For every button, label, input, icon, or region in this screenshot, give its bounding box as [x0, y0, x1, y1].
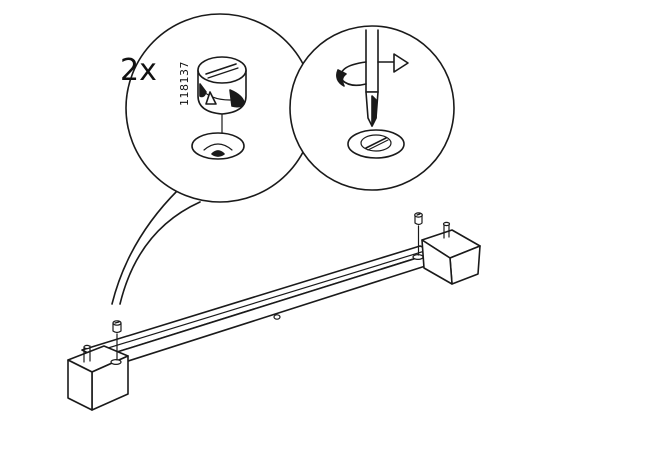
- left-dowel-top: [83, 344, 91, 350]
- rail-center-hole: [273, 314, 281, 320]
- left-cam-lock-small: [112, 320, 122, 361]
- left-foot-block: [67, 344, 129, 411]
- base-rail-assembly: [67, 212, 481, 411]
- rail-groove: [94, 249, 429, 353]
- cam-head-in-hole: [347, 129, 405, 159]
- left-foot-dowel: [83, 345, 91, 363]
- right-foot-side: [421, 239, 453, 285]
- left-cam-hole: [110, 359, 122, 366]
- right-cam-lock-small: [414, 212, 423, 256]
- right-dowel-top: [442, 221, 451, 227]
- cam-hole: [191, 132, 245, 160]
- detail-circle-cam-insert: 2x 118137: [120, 13, 315, 203]
- rail-front-face: [97, 251, 439, 371]
- cam-lock-icon: [197, 56, 247, 143]
- part-number-label: 118137: [178, 61, 191, 106]
- quantity-label: 2x: [120, 53, 157, 88]
- left-foot-side: [67, 359, 93, 411]
- detail-circle-tighten: [289, 25, 455, 191]
- right-foot-block: [412, 221, 481, 285]
- screwdriver-icon: [365, 29, 379, 127]
- clockwise-arrow-icon: [336, 53, 409, 87]
- callout-pointer: [111, 189, 201, 305]
